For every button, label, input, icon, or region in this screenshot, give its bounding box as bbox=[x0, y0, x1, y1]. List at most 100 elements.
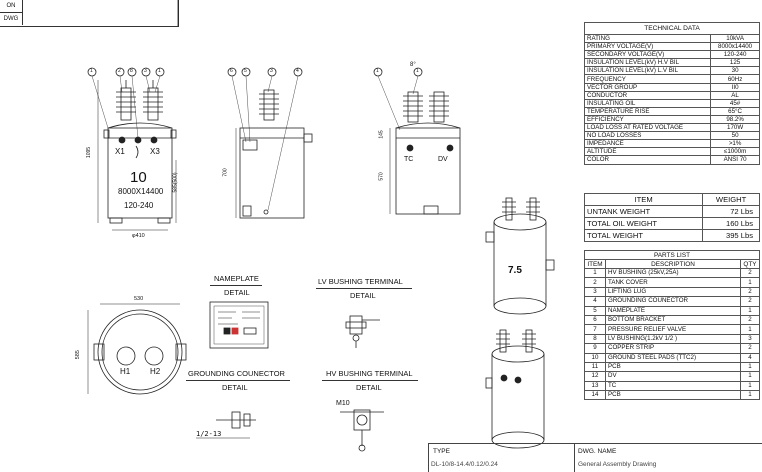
parts-qty: 1 bbox=[740, 390, 760, 401]
grounding-detail-sub: DETAIL bbox=[222, 383, 248, 392]
isometric-view-lower bbox=[485, 329, 545, 449]
front-height-dim: 1095 bbox=[86, 146, 93, 159]
technical-data-value: II0 bbox=[710, 82, 760, 92]
balloon-front-5: 1 bbox=[158, 68, 161, 74]
grounding-detail-dim: 1/2-13 bbox=[196, 430, 222, 438]
parts-description: TC bbox=[605, 380, 741, 392]
technical-data-label: LOAD LOSS AT RATED VOLTAGE bbox=[583, 123, 712, 133]
parts-qty: 1 bbox=[740, 371, 760, 382]
title-block-type-value: DL-10/8-14.4/0.12/0.24 bbox=[431, 461, 498, 468]
parts-description: LIFTING LUG bbox=[605, 286, 741, 298]
balloon-side-1: 6 bbox=[230, 68, 233, 74]
technical-data-value: 170W bbox=[710, 123, 760, 133]
iso-rating-label: 7.5 bbox=[508, 265, 522, 276]
technical-data-label: SECONDARY VOLTAGE(V) bbox=[583, 50, 712, 60]
technical-data-value: 30 bbox=[710, 66, 760, 76]
parts-qty: 2 bbox=[740, 314, 760, 326]
balloon-front-1: 1 bbox=[90, 68, 93, 74]
balloon-rear-2: 1 bbox=[416, 68, 419, 74]
technical-data-value: 8000x14400 bbox=[710, 42, 760, 52]
weight-value: 395 Lbs bbox=[702, 229, 760, 242]
parts-description: TANK COVER bbox=[605, 277, 741, 288]
grounding-detail-title: GROUNDING COUNECTOR bbox=[188, 369, 285, 378]
technical-data-label: EFFICIENCY bbox=[583, 114, 712, 125]
parts-description: NAMEPLATE bbox=[605, 305, 741, 316]
balloon-rear-1: 1 bbox=[376, 68, 379, 74]
parts-qty: 1 bbox=[740, 324, 760, 335]
nameplate-detail-sub: DETAIL bbox=[224, 288, 250, 297]
front-width-dim: φ410 bbox=[132, 233, 145, 239]
parts-item-number: 6 bbox=[584, 314, 606, 326]
parts-qty: 2 bbox=[740, 286, 760, 298]
parts-description: PCB bbox=[605, 361, 741, 373]
technical-data-row: ALTITUDE≤1000m bbox=[583, 147, 760, 157]
top-tank-outline bbox=[97, 309, 183, 395]
technical-data-label: PRIMARY VOLTAGE(V) bbox=[583, 42, 712, 52]
technical-data-label: RATING bbox=[583, 33, 712, 44]
technical-data-label: COLOR bbox=[583, 155, 712, 165]
side-tank bbox=[239, 127, 305, 219]
technical-data-label: CONDUCTOR bbox=[583, 90, 712, 100]
front-view bbox=[87, 67, 177, 231]
nameplate-detail-rule bbox=[210, 285, 262, 286]
technical-data-row: IMPEDANCE>1% bbox=[583, 139, 760, 149]
isometric-view-upper bbox=[485, 197, 555, 315]
lv-terminal-detail bbox=[345, 315, 380, 348]
parts-item-number: 3 bbox=[584, 286, 606, 298]
technical-data-value: 60Hz bbox=[710, 74, 760, 84]
title-block-dwg-value: General Assembly Drawing bbox=[578, 461, 657, 468]
parts-description: BOTTOM BRACKET bbox=[605, 314, 741, 326]
top-height-dim: 585 bbox=[74, 350, 81, 360]
parts-qty: 1 bbox=[740, 305, 760, 316]
balloon-side-2: 5 bbox=[244, 68, 247, 74]
front-secondary-label: 120-240 bbox=[124, 201, 154, 210]
grounding-detail bbox=[196, 411, 256, 439]
technical-data-value: ≤1000m bbox=[710, 147, 760, 157]
parts-item-number: 13 bbox=[584, 380, 606, 392]
technical-data-value: 98.2% bbox=[710, 114, 760, 125]
parts-item-number: 7 bbox=[584, 324, 606, 335]
title-block-dwg-label: DWG. NAME bbox=[578, 448, 617, 455]
parts-item-number: 10 bbox=[584, 352, 606, 363]
rear-tank bbox=[395, 127, 461, 215]
parts-qty: 1 bbox=[740, 380, 760, 392]
parts-item-number: 1 bbox=[584, 267, 606, 279]
balloon-side-3: 3 bbox=[270, 68, 273, 74]
technical-data-title: TECHNICAL DATA bbox=[584, 22, 760, 35]
parts-qty: 3 bbox=[740, 333, 760, 345]
nameplate-detail bbox=[209, 301, 269, 349]
front-x3-label: X3 bbox=[150, 147, 160, 156]
corner-cell-dwg: DWG bbox=[0, 13, 23, 25]
weight-header-item: ITEM bbox=[583, 193, 704, 206]
technical-data-label: NO LOAD LOSSES bbox=[583, 131, 712, 141]
grounding-detail-rule bbox=[186, 380, 290, 381]
parts-list-title: PARTS LIST bbox=[584, 250, 760, 260]
weight-label: TOTAL OIL WEIGHT bbox=[583, 217, 704, 230]
balloon-front-3: 8 bbox=[130, 68, 133, 74]
front-voltage-label: 8000X14400 bbox=[118, 187, 164, 196]
nameplate-detail-title: NAMEPLATE bbox=[214, 274, 259, 283]
title-block-type-cell: TYPE DL-10/8-14.4/0.12/0.24 bbox=[429, 444, 575, 472]
front-tank bbox=[107, 127, 173, 219]
technical-data-value: 65°C bbox=[710, 106, 760, 116]
weight-value: 72 Lbs bbox=[702, 205, 760, 218]
hv-bushing-right bbox=[143, 80, 163, 121]
top-h1-label: H1 bbox=[120, 367, 131, 376]
technical-data-label: VECTOR GROUP bbox=[583, 82, 712, 92]
lv-terminal-detail-sub: DETAIL bbox=[350, 291, 376, 300]
